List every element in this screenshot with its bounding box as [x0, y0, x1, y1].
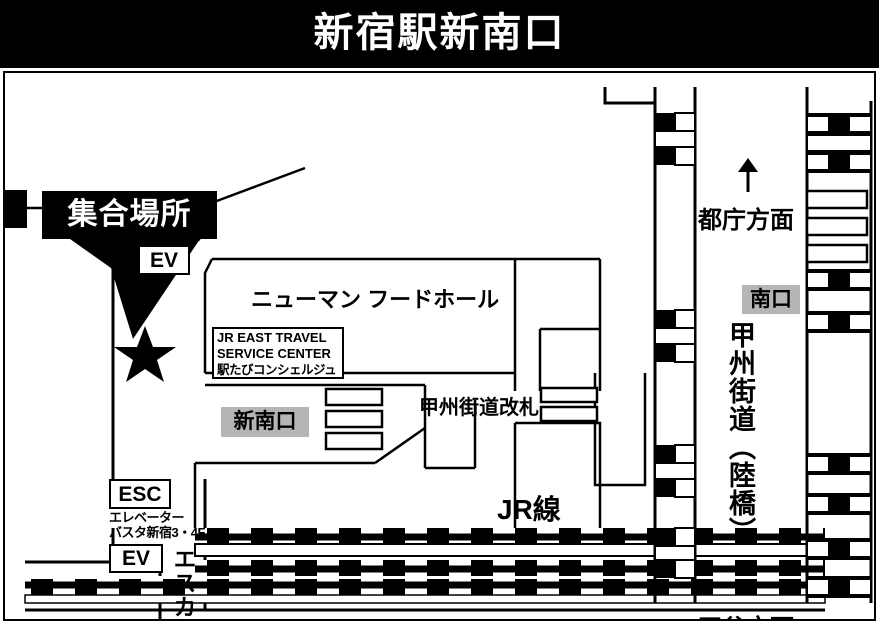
- jr-line-label: JR線: [497, 494, 561, 525]
- jr-travel-line2: SERVICE CENTER: [217, 346, 331, 361]
- page-title: 新宿駅新南口: [313, 11, 566, 55]
- escalator-vertical-label: エスカレーター: [166, 547, 200, 619]
- meeting-point-label: 集合場所: [67, 198, 192, 231]
- koshu-kaido-overpass-label: 甲州街道（陸橋）: [725, 321, 755, 545]
- elevator-note-line2: バスタ新宿3・4F: [109, 525, 205, 540]
- jr-travel-line3: 駅たびコンシェルジュ: [217, 363, 337, 377]
- koshu-kaido-gate-label: 甲州街道改札: [419, 397, 539, 419]
- star-icon: [114, 326, 176, 382]
- yotsuya-direction-label: 四谷方面: [698, 608, 794, 619]
- elevator-note-line1: エレベーター: [109, 510, 185, 525]
- map-canvas: 集合場所 EV ESC エレベーター バスタ新宿3・4F EV JR EAST …: [3, 71, 876, 621]
- takashimaya-label: 髙島屋: [40, 611, 130, 619]
- ev-label-bottom: EV: [109, 544, 163, 573]
- shinnan-guchi-badge: 新南口: [221, 407, 309, 437]
- esc-label: ESC: [109, 479, 171, 509]
- meeting-point-callout[interactable]: 集合場所: [42, 191, 217, 239]
- arrow-up-icon: [738, 158, 758, 192]
- jr-travel-line1: JR EAST TRAVEL: [217, 330, 327, 345]
- jr-east-travel-service-center: JR EAST TRAVEL SERVICE CENTER 駅たびコンシェルジュ: [212, 327, 344, 379]
- ev-label-top: EV: [138, 245, 190, 275]
- elevator-note: エレベーター バスタ新宿3・4F: [109, 510, 221, 540]
- tocho-direction-label: 都庁方面: [698, 207, 794, 234]
- newoman-food-hall-label: ニューマン フードホール: [251, 287, 500, 312]
- map-linework: [5, 87, 873, 619]
- minami-guchi-badge: 南口: [742, 285, 800, 314]
- title-bar: 新宿駅新南口: [0, 0, 879, 68]
